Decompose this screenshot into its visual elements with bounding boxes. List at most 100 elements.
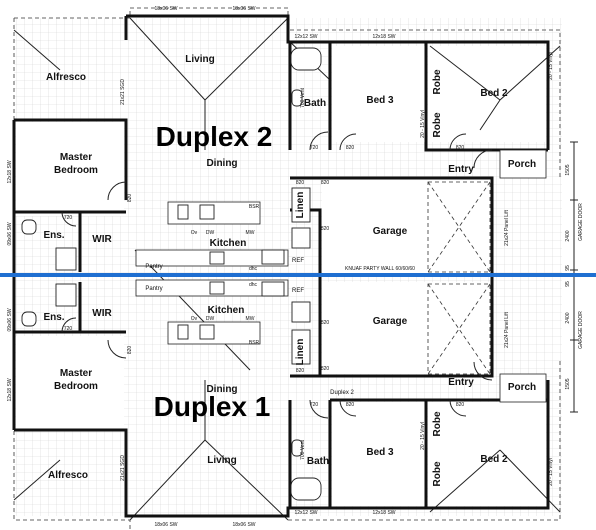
room-wir-bot: WIR: [92, 308, 112, 319]
label-d-820-h: 820: [321, 366, 330, 372]
label-dim-1505-bot: 1505: [565, 378, 571, 389]
label-bsr-top: BSR: [249, 204, 260, 210]
top-unit-labels: Living Alfresco Bath Bed 3 Robe Robe Bed…: [43, 54, 536, 272]
room-porch-bot: Porch: [508, 382, 536, 393]
room-master-top-line2: Bedroom: [54, 165, 98, 176]
label-w-bed3-top: 12x12 SW: [294, 34, 317, 40]
label-dim-1505-top: 1505: [565, 164, 571, 175]
label-w-ens-top: 09x06 SW: [7, 222, 13, 245]
label-garage-door-bot: GARAGE DOOR: [578, 311, 584, 349]
room-porch-top: Porch: [508, 159, 536, 170]
room-ensuite-top: Ens.: [43, 230, 64, 241]
room-alfresco-bot: Alfresco: [48, 470, 88, 481]
label-ov-top: Ov: [191, 230, 198, 236]
label-w-bath-top: 700 Vent: [300, 88, 306, 108]
room-ref-bot: REF: [292, 288, 304, 294]
label-lift-bot: 21x24 Panel Lift: [504, 311, 510, 347]
room-ref-top: REF: [292, 258, 304, 264]
label-d-820-k: 820: [296, 180, 305, 186]
label-w-robe-top: 20 - 15 Vinyl: [420, 110, 426, 138]
room-kitchen-bot: Kitchen: [208, 305, 245, 316]
bottom-unit-labels: Pantry REF Ens. WIR Kitchen Garage Linen…: [43, 286, 536, 487]
label-mw-top: MW: [246, 230, 255, 236]
label-w-bed2-side-top: 20 - 15 Vinyl: [548, 52, 554, 80]
room-kitchen-top: Kitchen: [210, 238, 247, 249]
room-robe-top-b: Robe: [432, 112, 443, 137]
room-living-bot: Living: [207, 455, 236, 466]
room-living-top: Living: [185, 54, 214, 65]
room-linen-bot: Linen: [295, 339, 306, 366]
room-robe-top-a: Robe: [432, 69, 443, 94]
label-d-720-d: 720: [310, 402, 319, 408]
label-dw-bot: DW: [206, 316, 215, 322]
label-dim-2400-top: 2400: [565, 230, 571, 241]
label-lift-top: 21x24 Panel Lift: [504, 209, 510, 245]
duplex-1-title: Duplex 1: [154, 391, 271, 422]
room-entry-bot: Entry: [448, 377, 474, 388]
room-master-bot-line1: Master: [60, 368, 92, 379]
room-entry-top: Entry: [448, 164, 474, 175]
label-d-820-d: 820: [321, 180, 330, 186]
duplex-2-title: Duplex 2: [156, 121, 273, 152]
room-bed2-top: Bed 2: [480, 88, 508, 99]
label-w-bed2-side-bot: 20 - 15 Vinyl: [548, 458, 554, 486]
label-dim-2400-bot: 2400: [565, 312, 571, 323]
garage-door-openings: [427, 181, 491, 375]
label-d-720-b: 720: [64, 215, 73, 221]
label-w-bed3-bot: 12x12 SW: [294, 510, 317, 516]
room-garage-top: Garage: [373, 226, 408, 237]
label-d-720-c: 720: [64, 326, 73, 332]
label-w-living-bot-b: 18x06 SW: [232, 522, 255, 528]
room-bath-top: Bath: [304, 98, 326, 109]
label-w-living-side-top: 21x21 SGD: [120, 79, 126, 105]
room-bath-bot: Bath: [307, 456, 329, 467]
room-master-bot-line2: Bedroom: [54, 381, 98, 392]
label-d-820-c: 820: [127, 194, 133, 203]
room-robe-bot-b: Robe: [432, 461, 443, 486]
porches: [499, 149, 547, 403]
label-w-bath-bot: 700 Vent: [300, 440, 306, 460]
room-pantry-top: Pantry: [145, 264, 162, 270]
room-dining-top: Dining: [206, 158, 237, 169]
room-wir-top: WIR: [92, 234, 112, 245]
label-dhc-top: dhc: [249, 266, 258, 272]
label-garage-door-top: GARAGE DOOR: [578, 203, 584, 241]
label-d-820-l: 820: [296, 368, 305, 374]
label-w-living-top-b: 18x06 SW: [232, 6, 255, 12]
label-w-bed2-top: 12x18 SW: [372, 34, 395, 40]
label-d-820-i: 820: [346, 402, 355, 408]
room-garage-bot: Garage: [373, 316, 408, 327]
label-d-820-b: 820: [456, 145, 465, 151]
label-w-master-bot: 12x18 SW: [7, 378, 13, 401]
label-dim-95-bot: 95: [565, 281, 571, 287]
label-ov-bot: Ov: [191, 316, 198, 322]
label-dim-95-top: 95: [565, 265, 571, 271]
label-bsr-bot: BSR: [249, 340, 260, 346]
label-dhc-bot: dhc: [249, 282, 258, 288]
label-mw-bot: MW: [246, 316, 255, 322]
label-w-ens-bot: 09x06 SW: [7, 308, 13, 331]
label-w-robe-bot: 20 - 15 Vinyl: [420, 422, 426, 450]
label-w-master-top: 12x18 SW: [7, 160, 13, 183]
untiled-floors: [16, 46, 546, 506]
room-bed2-bot: Bed 2: [480, 454, 508, 465]
label-d-820-f: 820: [127, 346, 133, 355]
label-d-720-a: 720: [310, 145, 319, 151]
room-alfresco-top: Alfresco: [46, 72, 86, 83]
kitchen-benches: [135, 201, 289, 345]
bathroom-fixtures: [21, 47, 322, 501]
label-d-820-j: 820: [456, 402, 465, 408]
label-w-living-bot-a: 18x06 SW: [154, 522, 177, 528]
label-w-living-side-bot: 21x21 SGD: [120, 455, 126, 481]
room-dining-bot: Dining: [206, 384, 237, 395]
label-dw-top: DW: [206, 230, 215, 236]
room-bed3-top: Bed 3: [366, 95, 394, 106]
duplex-2-small-label: Duplex 2: [330, 390, 354, 396]
party-wall-label: KNUAF PARTY WALL 60/60/60: [345, 266, 415, 272]
room-robe-bot-a: Robe: [432, 411, 443, 436]
room-master-top-line1: Master: [60, 152, 92, 163]
label-d-820-g: 820: [321, 320, 330, 326]
window-door-labels: 18x06 SW 18x06 SW 12x12 SW 12x18 SW 21x2…: [7, 6, 584, 528]
room-bed3-bot: Bed 3: [366, 447, 394, 458]
